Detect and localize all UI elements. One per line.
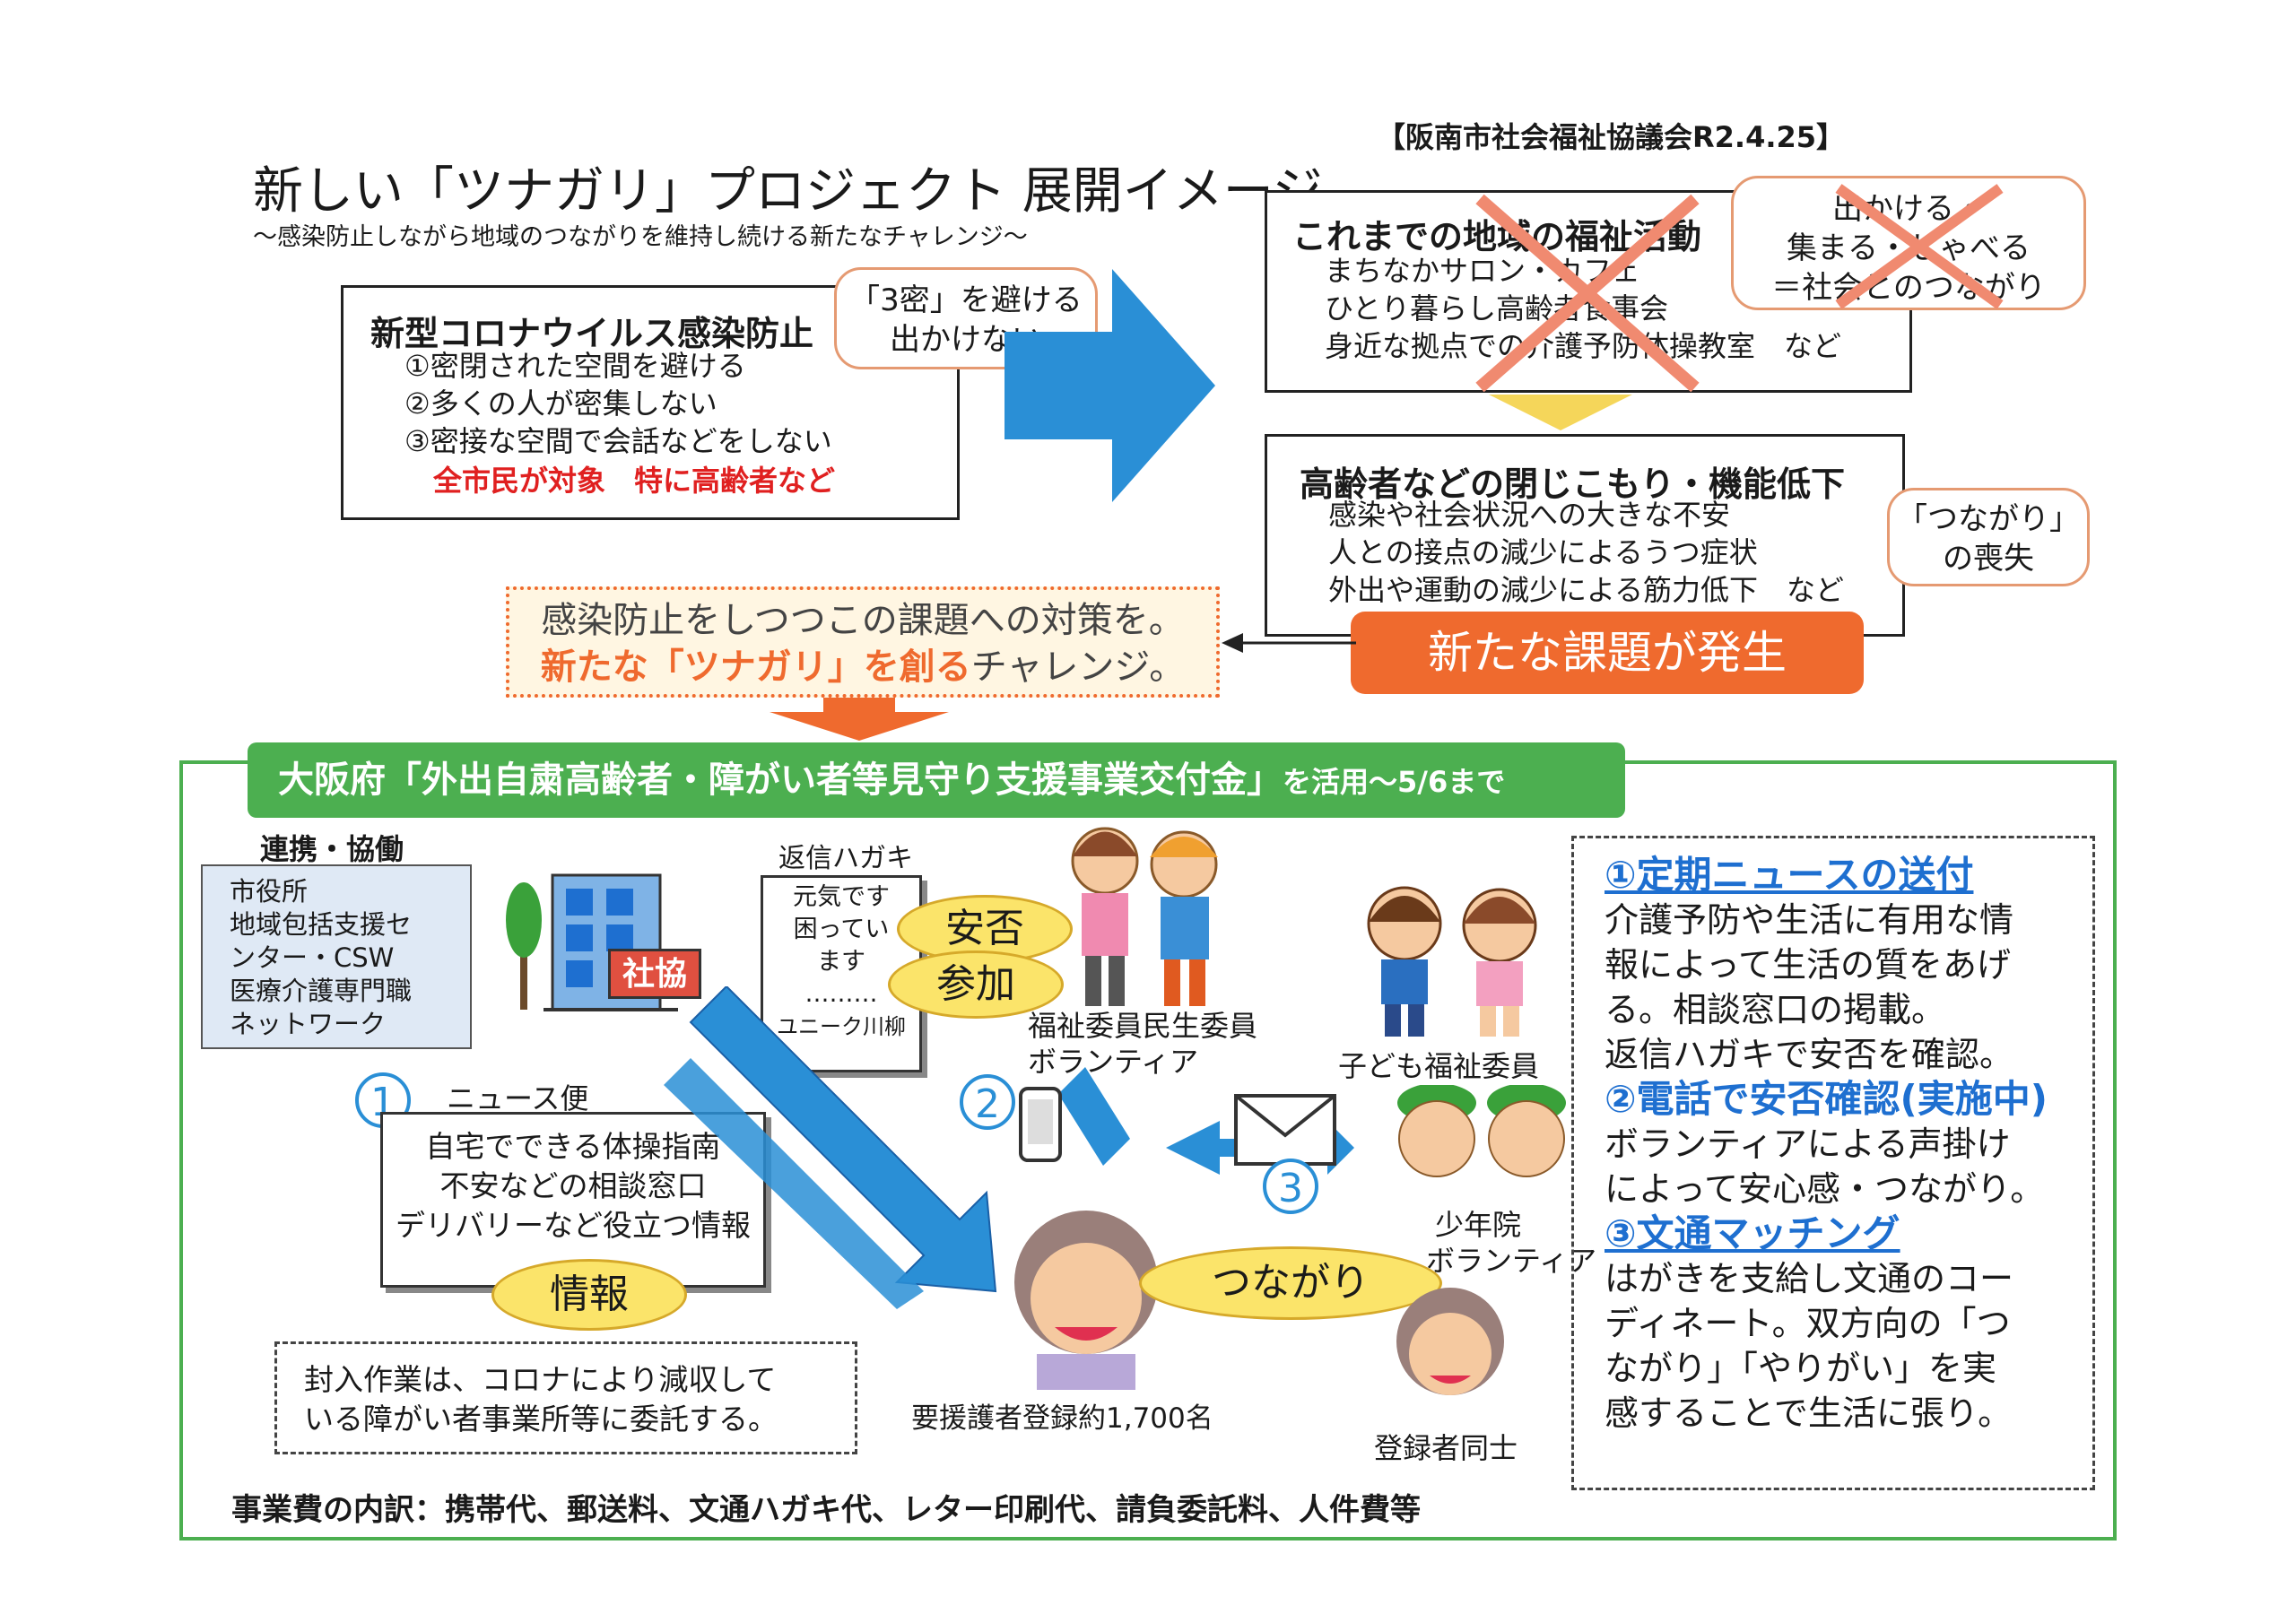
volunteers-label: 福祉委員民生委員 ボランティア	[1028, 1008, 1257, 1080]
postcard-line: ………	[804, 980, 878, 1008]
youth-label: 少年院 ボランティア	[1426, 1207, 1596, 1279]
decline-box: 高齢者などの閉じこもり・機能低下 感染や社会状況への大きな不安 人との接点の減少…	[1265, 434, 1905, 637]
challenge-emph: 新たな「ツナガリ」を創る	[540, 647, 971, 688]
partner-line: 市役所	[230, 876, 309, 907]
decline-title: 高齢者などの閉じこもり・機能低下	[1300, 464, 1846, 504]
corona-bubble: 「3密」を避ける 出かけない	[834, 267, 1098, 369]
news-line: 自宅でできる体操指南	[425, 1129, 721, 1164]
activities-items: まちなかサロン・カフェ ひとり暮らし高齢者食事会 身近な拠点での介護予防体操教室…	[1325, 252, 1841, 365]
panel-text: はがきを支給し文通のコー	[1605, 1259, 2014, 1298]
corona-item: ②多くの人が密集しない	[404, 386, 718, 421]
decline-item: 人との接点の減少によるうつ症状	[1328, 535, 1758, 569]
bubble-line: 「3密」を避ける	[849, 282, 1083, 318]
envelope-icon	[1234, 1094, 1336, 1166]
budget-footer: 事業費の内訳：携帯代、郵送料、文通ハガキ代、レター印刷代、請負委託料、人件費等	[231, 1492, 1421, 1528]
kids-illustration	[1367, 886, 1537, 1037]
big-right-arrow	[1004, 269, 1215, 502]
youth-line: 少年院	[1435, 1208, 1522, 1242]
partner-line: 地域包括支援セ	[230, 909, 413, 940]
panel-text: ボランティアによる声掛け	[1605, 1124, 2011, 1164]
activity-item: 身近な拠点での介護予防体操教室 など	[1325, 329, 1842, 363]
cross-mark-icon	[1475, 194, 1700, 393]
left-arrow-icon	[1222, 633, 1356, 653]
sanka-pill: 参加	[888, 950, 1064, 1019]
building-icon	[506, 873, 678, 1011]
postcard-line: ユニーク川柳	[777, 1014, 906, 1039]
banner-main: 大阪府「外出自粛高齢者・障がい者等見守り支援事業交付金」	[278, 759, 1283, 801]
postcard-line: 困ってい	[793, 916, 890, 943]
elder-illustration	[1014, 1211, 1158, 1390]
down-arrow-icon	[770, 698, 949, 741]
panel-text: ながり」「やりがい」を実	[1605, 1349, 1997, 1388]
decline-item: 外出や運動の減少による筋力低下 など	[1328, 573, 1845, 607]
decline-item: 感染や社会状況への大きな不安	[1328, 498, 1731, 532]
partner-line: ネットワーク	[230, 1009, 387, 1039]
new-issue-banner: 新たな課題が発生	[1351, 612, 1864, 694]
panel-text: ディネート。双方向の「つ	[1605, 1304, 2011, 1343]
partner-line: 医療介護専門職	[230, 976, 413, 1006]
volunteers-line: ボランティア	[1028, 1045, 1199, 1079]
step-2-badge: 2	[960, 1074, 1015, 1130]
challenge-box: 感染防止をしつつこの課題への対策を。 新たな「ツナガリ」を創るチャレンジ。	[506, 586, 1220, 698]
corona-title: 新型コロナウイルス感染防止	[370, 314, 814, 353]
panel-text: 感することで生活に張り。	[1605, 1393, 2013, 1433]
tsunagari-pill: つながり	[1139, 1246, 1442, 1320]
banner-suffix: を活用〜5/6まで	[1283, 765, 1506, 799]
partners-heading: 連携・協働	[260, 832, 404, 866]
youth-illustration	[1397, 1085, 1566, 1177]
volunteers-line: 福祉委員民生委員	[1028, 1009, 1258, 1043]
news-note: 封入作業は、コロナにより減収して いる障がい者事業所等に委託する。	[274, 1341, 857, 1454]
shakyo-sign: 社協	[608, 949, 701, 999]
panel-heading-1: ①定期ニュースの送付	[1605, 853, 1974, 897]
page-subtitle: 〜感染防止しながら地域のつながりを維持し続ける新たなチャレンジ〜	[253, 223, 1028, 251]
corona-target: 全市民が対象 特に高齢者など	[433, 464, 836, 498]
elder-label: 要援護者登録約1,700名	[911, 1402, 1213, 1435]
note-line: 封入作業は、コロナにより減収して	[304, 1362, 777, 1397]
down-arrow-icon	[1489, 395, 1632, 430]
flow-arrows	[664, 986, 1354, 1309]
corona-item: ③密接な空間で会話などをしない	[404, 424, 832, 458]
cross-mark-icon	[1835, 184, 2004, 309]
note-line: いる障がい者事業所等に委託する。	[304, 1402, 778, 1436]
kids-label: 子ども福祉委員	[1338, 1049, 1540, 1083]
bubble-line: の喪失	[1943, 541, 2034, 577]
peers-label: 登録者同士	[1374, 1431, 1518, 1465]
panel-text: る。相談窓口の掲載。	[1605, 990, 1946, 1029]
panel-text: 報によって生活の質をあげ	[1605, 945, 2011, 985]
postcard-heading: 返信ハガキ	[778, 843, 913, 874]
youth-line: ボランティア	[1426, 1244, 1597, 1278]
page-title: 新しい「ツナガリ」プロジェクト 展開イメージ	[253, 162, 1323, 221]
news-line: 不安などの相談窓口	[439, 1168, 707, 1203]
org-label: 【阪南市社会福祉協議会R2.4.25】	[1377, 120, 1846, 154]
panel-text: 返信ハガキで安否を確認。	[1605, 1035, 2014, 1074]
news-line: デリバリーなど役立つ情報	[396, 1208, 751, 1243]
challenge-rest: チャレンジ。	[970, 647, 1186, 688]
peer-illustration	[1396, 1288, 1504, 1395]
activity-item: まちなかサロン・カフェ	[1325, 254, 1641, 288]
phone-icon	[1019, 1087, 1062, 1162]
volunteers-illustration	[1071, 827, 1218, 1006]
postcard-line: 元気です	[793, 883, 890, 911]
decline-items: 感染や社会状況への大きな不安 人との接点の減少によるうつ症状 外出や運動の減少に…	[1328, 496, 1844, 609]
panel-text: 介護予防や生活に有用な情	[1605, 900, 2014, 940]
news-box: 自宅でできる体操指南 不安などの相談窓口 デリバリーなど役立つ情報	[380, 1112, 766, 1288]
panel-heading-3: ③文通マッチング	[1605, 1211, 1900, 1255]
corona-item: ①密閉された空間を避ける	[404, 349, 746, 383]
subsidy-banner: 大阪府「外出自粛高齢者・障がい者等見守り支援事業交付金」を活用〜5/6まで	[248, 742, 1625, 818]
corona-items: ①密閉された空間を避ける ②多くの人が密集しない ③密接な空間で会話などをしない	[404, 347, 832, 460]
challenge-line1: 感染防止をしつつこの課題への対策を。	[541, 600, 1185, 641]
postcard-line: ます	[817, 948, 865, 976]
panel-text: によって安心感・つながり。	[1605, 1169, 2045, 1209]
decline-bubble: 「つながり」 の喪失	[1887, 488, 2090, 586]
info-pill: 情報	[491, 1259, 687, 1331]
challenge-line2: 新たな「ツナガリ」を創るチャレンジ。	[509, 644, 1216, 690]
step-3-badge: 3	[1263, 1159, 1318, 1214]
partners-box: 市役所 地域包括支援セ ンター・CSW 医療介護専門職 ネットワーク	[201, 864, 472, 1049]
bubble-line: 「つながり」	[1897, 501, 2080, 537]
partner-line: ンター・CSW	[230, 942, 395, 973]
new-issue-text: 新たな課題が発生	[1428, 627, 1787, 679]
right-panel: ①定期ニュースの送付 介護予防や生活に有用な情 報によって生活の質をあげ る。相…	[1571, 836, 2095, 1490]
panel-heading-2: ②電話で安否確認(実施中)	[1605, 1077, 2048, 1121]
news-label: ニュース便	[447, 1081, 589, 1115]
